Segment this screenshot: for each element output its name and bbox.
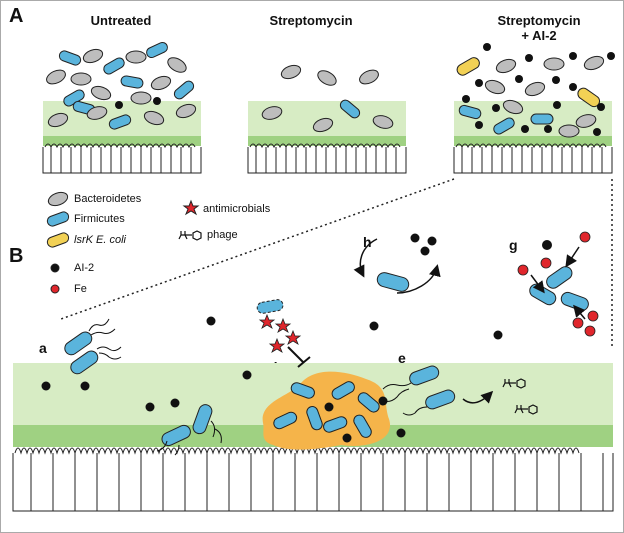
streptomycin-gut-section	[247, 64, 407, 174]
legend-firmicutes-symbol	[46, 211, 70, 227]
heading-strep-ai2-line2: + AI-2	[521, 28, 557, 43]
legend-fe-symbol	[50, 284, 60, 294]
phage-release-f	[462, 378, 538, 415]
marker-g: g	[509, 237, 518, 253]
bacteria-e	[382, 365, 456, 438]
legend-lsrk-label: lsrK E. coli	[74, 234, 126, 246]
zoom-line-left	[60, 178, 455, 320]
iron-uptake-g	[517, 231, 599, 337]
untreated-gut-section	[42, 41, 202, 174]
bacterium-b	[156, 404, 222, 456]
strep-ai2-gut-section	[453, 43, 615, 174]
legend-bacteroidetes-symbol	[47, 191, 69, 207]
panel-letter-a: A	[9, 5, 24, 27]
legend-fe-label: Fe	[74, 283, 87, 295]
marker-a: a	[39, 340, 47, 356]
heading-strep-ai2-line1: Streptomycin	[497, 13, 581, 28]
marker-e: e	[398, 350, 406, 366]
legend-symbols	[46, 191, 200, 294]
legend-antimicrobials-label: antimicrobials	[203, 203, 271, 215]
legend-ai2-label: AI-2	[74, 262, 95, 274]
biofilm-bacteria	[273, 381, 380, 438]
panel-letter-b: B	[9, 245, 24, 267]
legend-ai2-symbol	[50, 263, 60, 273]
legend-antimicrobials-star-icon	[182, 199, 200, 216]
legend-phage-icon	[178, 230, 202, 241]
legend-phage-label: phage	[207, 229, 238, 241]
marker-h: h	[363, 234, 372, 250]
heading-streptomycin: Streptomycin	[269, 13, 353, 28]
heading-untreated: Untreated	[90, 13, 152, 28]
ai2-cycle-h	[353, 233, 441, 294]
bacterium-a	[64, 318, 122, 375]
legend-lsrk-symbol	[46, 232, 70, 248]
ai2-scattered	[41, 316, 503, 412]
antimicrobials-d	[256, 299, 311, 368]
legend-firmicutes-label: Firmicutes	[74, 213, 125, 225]
legend-bacteroidetes-label: Bacteroidetes	[74, 193, 142, 205]
